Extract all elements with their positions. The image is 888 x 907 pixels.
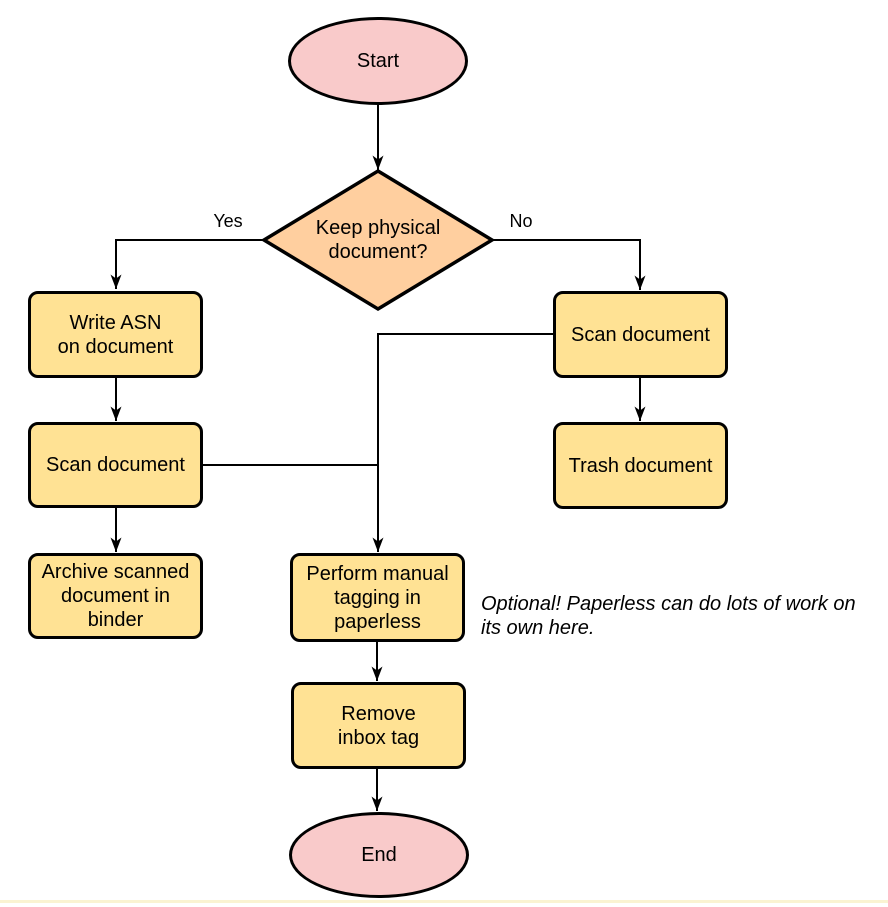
node-write-asn-label: Write ASN on document (57, 311, 174, 358)
node-trash-document-label: Trash document (568, 454, 713, 477)
node-start-label: Start (356, 50, 400, 72)
node-remove-inbox-tag: Remove inbox tag (291, 682, 466, 769)
edge-decision-yes-to-write-asn (110, 239, 264, 289)
node-manual-tagging-label: Perform manual tagging in paperless (306, 562, 449, 633)
edge-label-yes: Yes (213, 211, 243, 231)
node-decision: Keep physical document? (284, 203, 472, 277)
node-scan-document-left-label: Scan document (46, 454, 185, 476)
edge-decision-no-to-scan-right (492, 239, 646, 290)
node-remove-inbox-tag-label: Remove inbox tag (337, 702, 420, 749)
node-scan-document-right-label: Scan document (571, 323, 710, 346)
node-scan-document-right: Scan document (553, 291, 728, 378)
edge-scan-right-to-tagging (372, 333, 553, 552)
node-trash-document: Trash document (553, 422, 728, 509)
node-manual-tagging: Perform manual tagging in paperless (290, 553, 465, 642)
node-end: End (289, 812, 469, 898)
node-decision-label: Keep physical document? (315, 217, 441, 263)
node-end-label: End (361, 844, 397, 866)
node-start: Start (288, 17, 468, 105)
bottom-divider (0, 900, 888, 903)
node-write-asn: Write ASN on document (28, 291, 203, 378)
node-archive-binder-label: Archive scanned document in binder (41, 561, 190, 631)
annotation-text: Optional! Paperless can do lots of work … (481, 593, 856, 640)
node-archive-binder: Archive scanned document in binder (28, 553, 203, 639)
edge-label-no: No (509, 211, 533, 231)
node-scan-document-left: Scan document (28, 422, 203, 508)
decision-diamond-shape (260, 168, 496, 312)
